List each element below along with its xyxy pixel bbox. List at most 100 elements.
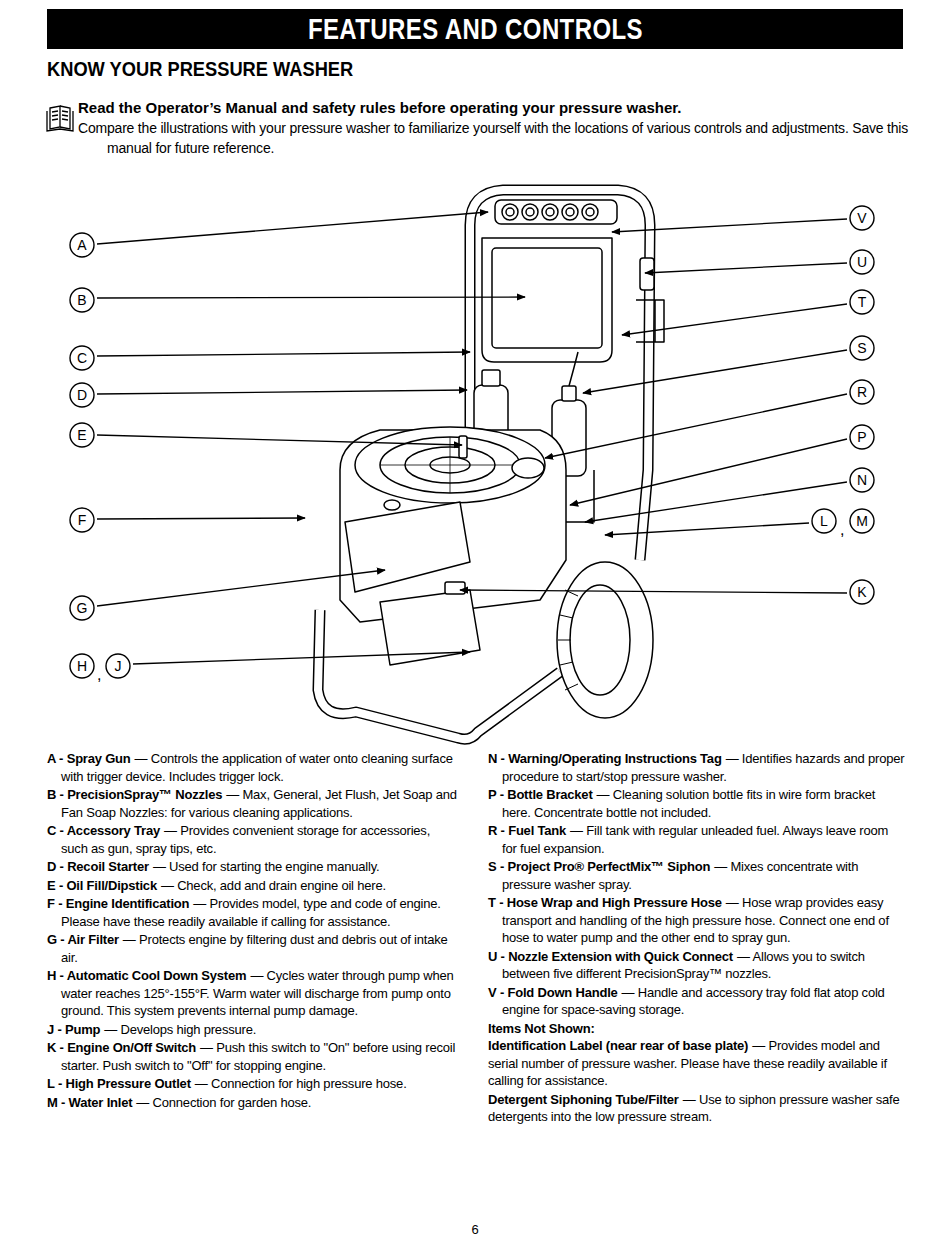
part-name: D - Recoil Starter <box>47 859 153 874</box>
callout-circle: A <box>69 232 95 258</box>
callout-circle-shape <box>70 288 94 312</box>
parts-list-right: N - Warning/Operating Instructions Tag— … <box>488 750 906 1127</box>
part-description: — Protects engine by filtering dust and … <box>61 932 448 965</box>
pressure-washer-drawing-part <box>380 437 520 493</box>
callout-circle-shape <box>850 468 874 492</box>
callout-circle: H <box>69 653 95 679</box>
part-entry: C - Accessory Tray— Provides convenient … <box>47 822 459 857</box>
leader-lines-part <box>97 435 462 445</box>
part-name: R - Fuel Tank <box>488 823 570 838</box>
leader-lines-part <box>612 219 847 232</box>
part-name: H - Automatic Cool Down System <box>47 968 250 983</box>
leader-lines-part <box>605 523 809 535</box>
pressure-washer-drawing-part <box>482 238 612 362</box>
part-name: Identification Label (near rear of base … <box>488 1038 752 1053</box>
part-description: — Connection for garden hose. <box>136 1095 311 1110</box>
pressure-washer-drawing-part <box>482 370 500 386</box>
part-name: N - Warning/Operating Instructions Tag <box>488 751 726 766</box>
callout-circle: V <box>849 205 875 231</box>
part-entry: N - Warning/Operating Instructions Tag— … <box>488 750 906 785</box>
callout-circle-shape <box>850 250 874 274</box>
book-icon-part <box>52 111 68 120</box>
callout-circle-shape <box>70 383 94 407</box>
callout-letter: P <box>849 424 875 450</box>
pressure-washer-drawing-part <box>506 208 514 216</box>
callout-circle: L <box>811 508 837 534</box>
leader-lines-part <box>570 439 847 505</box>
part-name: M - Water Inlet <box>47 1095 136 1110</box>
callout-letter: D <box>69 382 95 408</box>
part-entry: S - Project Pro® PerfectMix™ Siphon— Mix… <box>488 858 906 893</box>
pressure-washer-drawing-part <box>636 300 664 342</box>
pressure-washer-drawing-part <box>512 458 544 478</box>
leader-lines-part <box>97 390 467 394</box>
callout-circle-shape <box>850 380 874 404</box>
leader-lines <box>97 212 847 664</box>
callout-letter: A <box>69 232 95 258</box>
part-name: Detergent Siphoning Tube/Filter <box>488 1092 683 1107</box>
callout-separator: , <box>97 666 101 684</box>
callout-circle-shape <box>850 336 874 360</box>
section-heading: KNOW YOUR PRESSURE WASHER <box>47 57 353 81</box>
part-name: V - Fold Down Handle <box>488 985 622 1000</box>
callout-circle: S <box>849 335 875 361</box>
callout-circle: T <box>849 289 875 315</box>
part-name: T - Hose Wrap and High Pressure Hose <box>488 895 726 910</box>
book-icon <box>47 106 73 131</box>
part-name: A - Spray Gun <box>47 751 135 766</box>
part-name: U - Nozzle Extension with Quick Connect <box>488 949 737 964</box>
pressure-washer-drawing-part <box>459 436 467 458</box>
pressure-washer-drawing-part <box>640 258 654 290</box>
callout-letter: G <box>69 595 95 621</box>
callout-circle-shape <box>850 206 874 230</box>
pressure-washer-drawing-part <box>562 386 576 401</box>
callout-circle-shape <box>70 346 94 370</box>
part-entry: V - Fold Down Handle— Handle and accesso… <box>488 984 906 1019</box>
pressure-washer-drawing-part <box>318 610 560 739</box>
callout-letter: R <box>849 379 875 405</box>
part-entry: A - Spray Gun— Controls the application … <box>47 750 459 785</box>
pressure-washer-drawing-part <box>570 585 630 695</box>
callout-circle: U <box>849 249 875 275</box>
callout-circle: M <box>849 508 875 534</box>
callout-circle: N <box>849 467 875 493</box>
pressure-washer-drawing <box>318 190 664 739</box>
callout-letter: M <box>849 508 875 534</box>
part-entry: F - Engine Identification— Provides mode… <box>47 895 459 930</box>
callout-circle-shape <box>850 290 874 314</box>
callout-letter: U <box>849 249 875 275</box>
pressure-washer-drawing-part <box>384 500 400 510</box>
part-name: E - Oil Fill/Dipstick <box>47 878 161 893</box>
instruction-bold: Read the Operator’s Manual and safety ru… <box>78 98 918 117</box>
callout-letter: V <box>849 205 875 231</box>
part-entry: M - Water Inlet— Connection for garden h… <box>47 1094 459 1112</box>
page-title: FEATURES AND CONTROLS <box>307 9 642 49</box>
callout-circle: B <box>69 287 95 313</box>
pressure-washer-drawing-part <box>558 590 578 690</box>
callout-circle-shape <box>70 596 94 620</box>
part-description: — Used for starting the engine manually. <box>153 859 380 874</box>
instruction-text: Compare the illustrations with your pres… <box>78 118 927 158</box>
callout-circle-shape <box>70 423 94 447</box>
part-description: — Develops high pressure. <box>104 1022 256 1037</box>
pressure-washer-drawing-part <box>569 352 578 386</box>
parts-list-left: A - Spray Gun— Controls the application … <box>47 750 459 1112</box>
part-name: F - Engine Identification <box>47 896 193 911</box>
pressure-washer-drawing-part <box>557 562 653 718</box>
pressure-washer-drawing-part <box>345 502 470 592</box>
callout-letter: C <box>69 345 95 371</box>
callout-circle: D <box>69 382 95 408</box>
callout-circle-shape <box>850 425 874 449</box>
callout-letter: H <box>69 653 95 679</box>
callout-separator: , <box>840 521 844 539</box>
pressure-washer-drawing-part <box>380 437 520 493</box>
callout-circle-shape <box>850 509 874 533</box>
part-description: — Check, add and drain engine oil here. <box>161 878 386 893</box>
callout-circle-shape <box>850 580 874 604</box>
part-name: L - High Pressure Outlet <box>47 1076 195 1091</box>
part-name: G - Air Filter <box>47 932 123 947</box>
part-entry: Detergent Siphoning Tube/Filter— Use to … <box>488 1091 906 1126</box>
callout-circle-shape <box>70 233 94 257</box>
pressure-washer-drawing-part <box>562 204 578 220</box>
part-name: P - Bottle Bracket <box>488 787 597 802</box>
